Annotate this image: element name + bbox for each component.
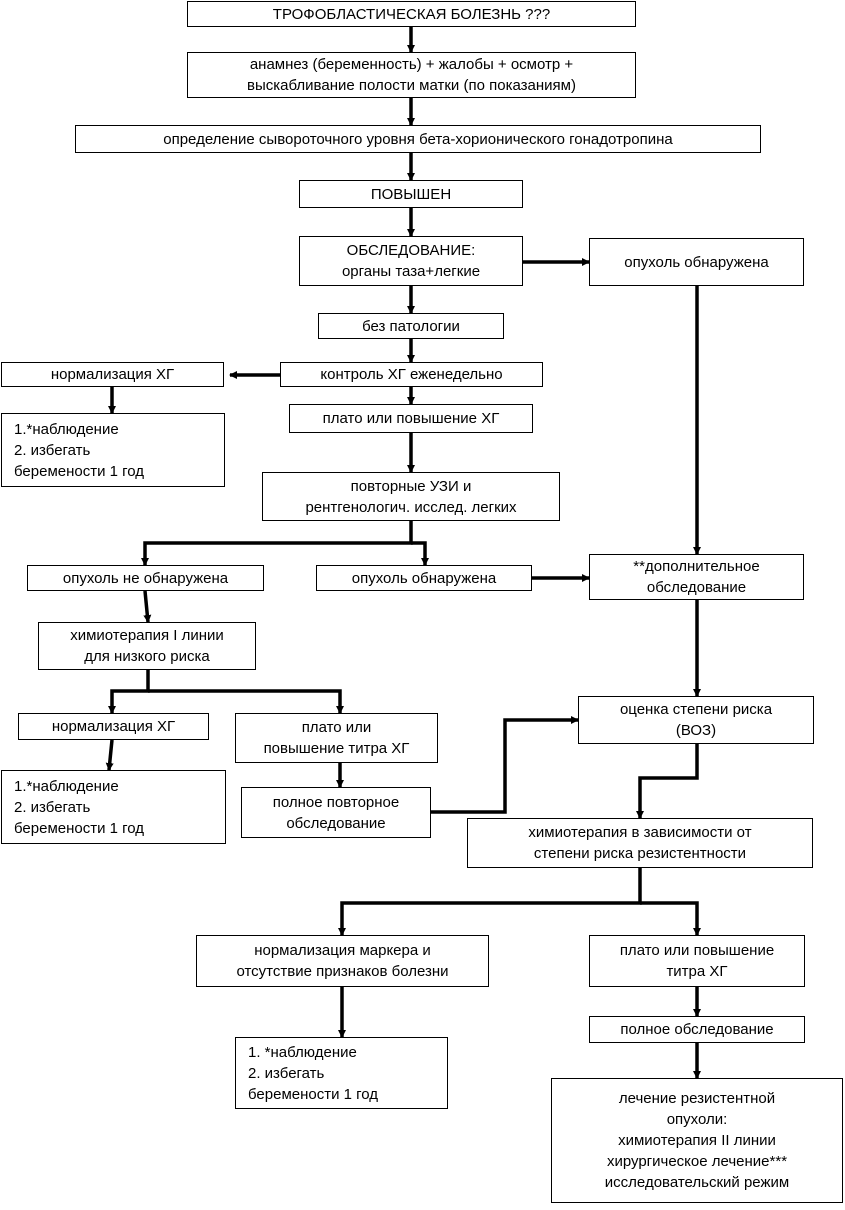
hcg-normalization-node-top: нормализация ХГ — [1, 362, 224, 387]
arrow-n13-n16 — [143, 590, 152, 623]
observation-node-top: 1.*наблюдение 2. избегать беремености 1 … — [1, 413, 225, 487]
arrow-n16-n17 — [108, 670, 150, 714]
repeat-ultrasound-node: повторные УЗИ и рентгенологич. исслед. л… — [262, 472, 560, 521]
plateau-or-rise-node-top: плато или повышение ХГ — [289, 404, 533, 433]
arrow-n12-split — [141, 521, 413, 566]
marker-normalization-node: нормализация маркера и отсутствие призна… — [196, 935, 489, 987]
weekly-hcg-control-node: контроль ХГ еженедельно — [280, 362, 543, 387]
hcg-normalization-node-middle: нормализация ХГ — [18, 713, 209, 740]
hcg-level-node: определение сывороточного уровня бета-хо… — [75, 125, 761, 153]
examination-node: ОБСЛЕДОВАНИЕ: органы таза+легкие — [299, 236, 523, 286]
full-repeat-examination-node: полное повторное обследование — [241, 787, 431, 838]
observation-node-bottom: 1. *наблюдение 2. избегать беремености 1… — [235, 1037, 448, 1109]
chemotherapy-first-line-node: химиотерапия I линии для низкого риска — [38, 622, 256, 670]
arrow-n17-n20 — [105, 739, 114, 771]
arrow-n12-n14 — [411, 541, 429, 566]
anamnesis-node: анамнез (беременность) + жалобы + осмотр… — [187, 52, 636, 98]
trophoblastic-disease-node: ТРОФОБЛАСТИЧЕСКАЯ БОЛЕЗНЬ ??? — [187, 1, 636, 27]
elevated-node: ПОВЫШЕН — [299, 180, 523, 208]
arrow-n16-n18 — [148, 689, 344, 714]
resistant-tumor-treatment-node: лечение резистентной опухоли: химиотерап… — [551, 1078, 843, 1203]
additional-examination-node: **дополнительное обследование — [589, 554, 804, 600]
no-pathology-node: без патологии — [318, 313, 504, 339]
tumor-found-node-top: опухоль обнаружена — [589, 238, 804, 286]
tumor-not-found-node: опухоль не обнаружена — [27, 565, 264, 591]
risk-assessment-node: оценка степени риска (ВОЗ) — [578, 696, 814, 744]
plateau-or-rise-titer-node-bottom: плато или повышение титра ХГ — [589, 935, 805, 987]
plateau-or-rise-titer-node-middle: плато или повышение титра ХГ — [235, 713, 438, 763]
arrow-n21-n19 — [431, 716, 579, 814]
arrow-n19-n22 — [636, 744, 699, 819]
tumor-found-node-middle: опухоль обнаружена — [316, 565, 532, 591]
observation-node-middle: 1.*наблюдение 2. избегать беремености 1 … — [1, 770, 226, 844]
arrow-n22-split — [338, 868, 642, 936]
risk-based-chemotherapy-node: химиотерапия в зависимости от степени ри… — [467, 818, 813, 868]
arrow-n22-n24 — [640, 901, 701, 936]
full-examination-node: полное обследование — [589, 1016, 805, 1043]
